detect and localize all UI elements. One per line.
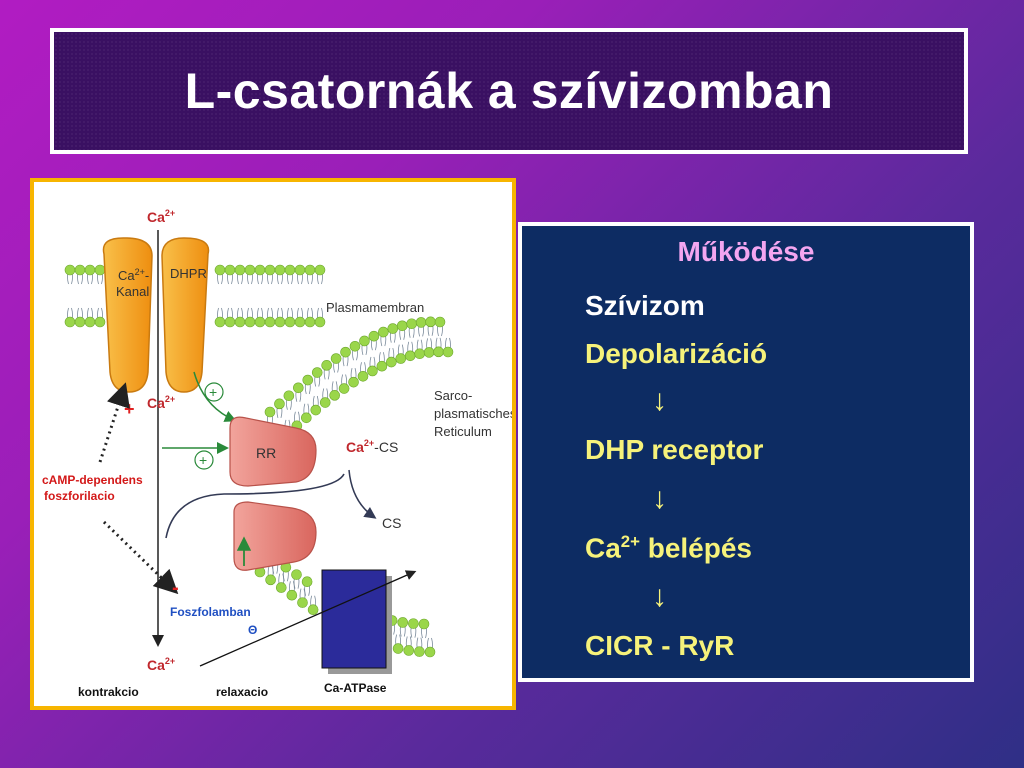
camp-label-2: foszforilacio (44, 489, 115, 503)
ryr-receptor-lower (233, 501, 317, 571)
info-line-cicr-ryr: CICR - RyR (585, 630, 735, 661)
theta-label: Θ (248, 623, 257, 637)
cs-arrow (348, 469, 377, 519)
plasma-membrane-label: Plasmamembran (326, 300, 424, 315)
green-plus-circle-1 (204, 382, 224, 402)
dotted-arrow-up (98, 382, 130, 463)
sr-membrane-upper (264, 316, 454, 448)
relaxation-arrow (199, 570, 417, 667)
info-panel: Működése Szívizom Depolarizáció ↓ DHP re… (518, 222, 974, 682)
sr-membrane-lower (248, 538, 436, 658)
ca-mid-label: Ca2+ (147, 394, 175, 411)
relaxacio-label: relaxacio (216, 685, 268, 699)
ca-atpase-label: Ca-ATPase (324, 681, 387, 695)
green-arrow-upper (193, 371, 237, 422)
dhpr-label: DHPR (170, 266, 207, 281)
dotted-arrow-down (102, 520, 179, 595)
down-arrow-icon: ↓ (652, 580, 667, 613)
channel-label-kanal: Kanal (116, 284, 149, 299)
kontrakcio-label: kontrakcio (78, 685, 139, 699)
ca-bottom-label: Ca2+ (147, 656, 175, 673)
rr-label: RR (256, 445, 276, 461)
green-plus-1: + (209, 384, 217, 400)
info-line-depolarizacio: Depolarizáció (585, 338, 768, 369)
minus-sign: - (172, 577, 179, 599)
sr-label-3: Reticulum (434, 424, 492, 439)
info-heading: Működése (677, 236, 815, 267)
ca-atpase-block (321, 569, 387, 669)
title-box: L-csatornák a szívizomban (50, 28, 968, 154)
cs-label: CS (382, 515, 401, 531)
ca-top-label: Ca2+ (147, 208, 175, 225)
info-line-szivizom: Szívizom (585, 290, 705, 321)
sr-label-2: plasmatisches (434, 406, 512, 421)
info-line-ca-belepes: Ca2+ belépés (585, 532, 752, 564)
sr-label-1: Sarco- (434, 388, 472, 403)
ca-channel (102, 237, 210, 393)
channel-label-ca: Ca2+- (118, 267, 149, 283)
plus-sign: + (124, 399, 135, 419)
phospholamban-label: Foszfolamban (170, 605, 251, 619)
plasma-membrane-bilayer (64, 264, 326, 328)
down-arrow-icon: ↓ (652, 482, 667, 515)
slide-title: L-csatornák a szívizomban (184, 63, 834, 119)
calcium-channel-diagram: Ca2+- Kanal DHPR Ca2+ Plasmamembran Ca2+… (42, 208, 512, 699)
info-line-dhp-receptor: DHP receptor (585, 434, 764, 465)
green-plus-circle-2 (194, 450, 214, 470)
ca-cs-label: Ca2+-CS (346, 438, 398, 455)
green-plus-2: + (199, 452, 207, 468)
camp-label-1: cAMP-dependens (42, 473, 143, 487)
reuptake-curve (165, 473, 345, 539)
down-arrow-icon: ↓ (652, 384, 667, 417)
diagram-panel: Ca2+- Kanal DHPR Ca2+ Plasmamembran Ca2+… (30, 178, 516, 710)
ryr-receptor-upper (229, 416, 317, 487)
